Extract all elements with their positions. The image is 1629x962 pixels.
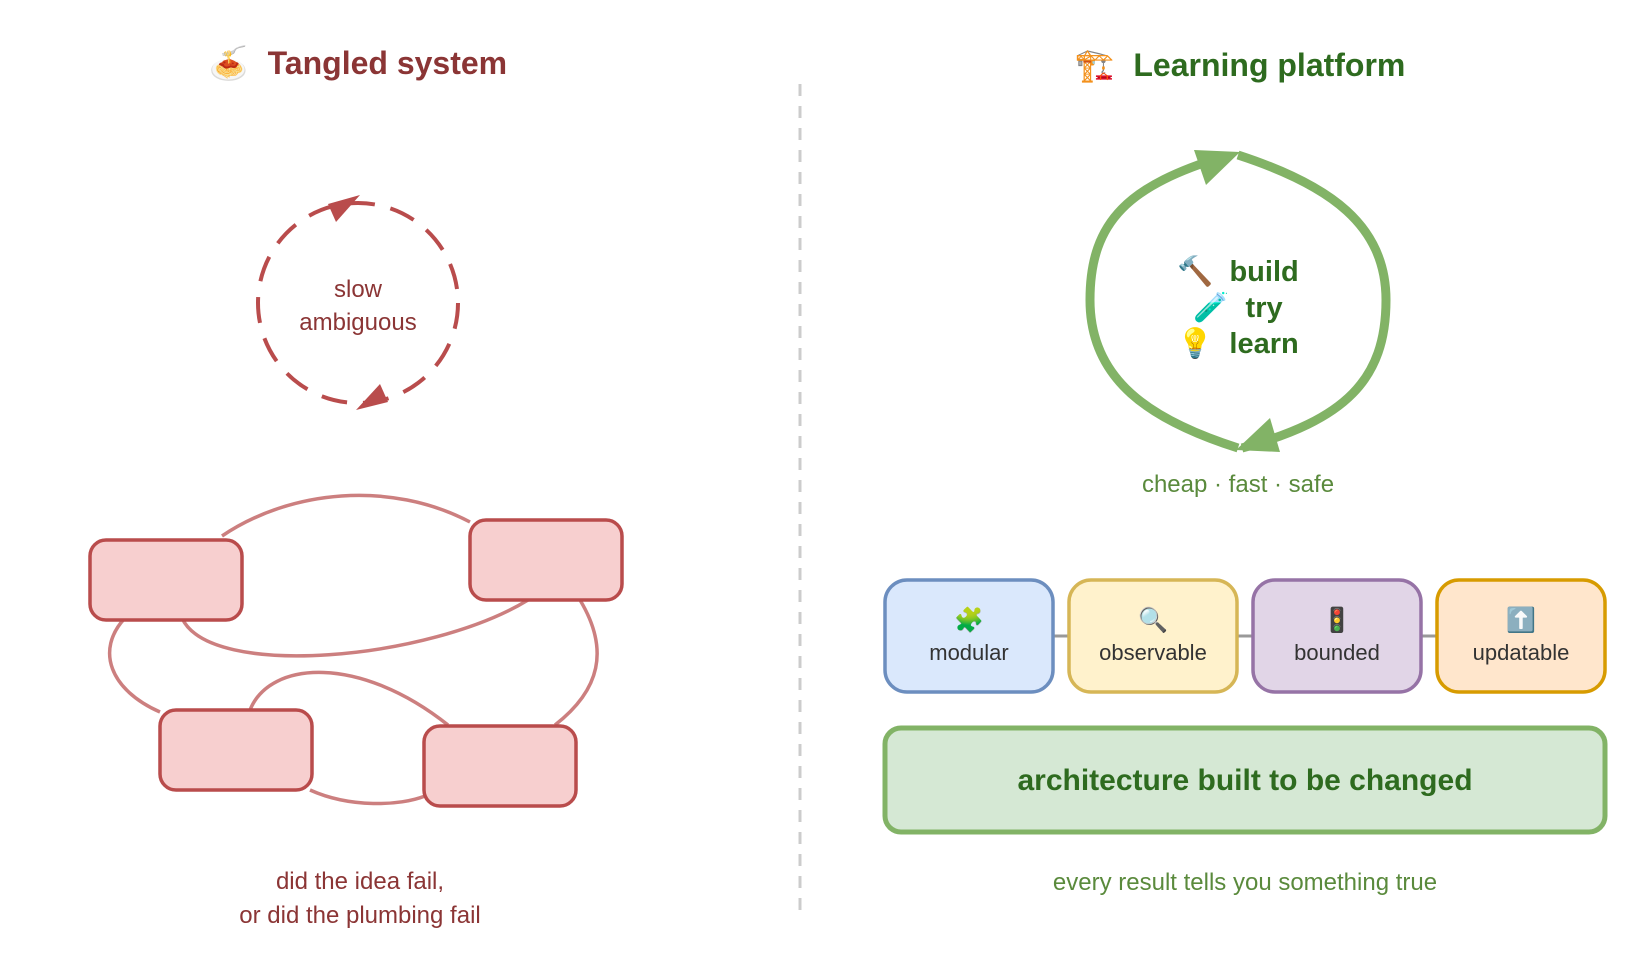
wire bbox=[107, 616, 161, 714]
left-title-text: Tangled system bbox=[268, 45, 507, 81]
tangled-node bbox=[422, 724, 578, 808]
hammer-icon: 🔨 bbox=[1177, 254, 1213, 288]
right-title-text: Learning platform bbox=[1133, 47, 1405, 83]
loop-step-learn: 💡 learn bbox=[1177, 326, 1299, 360]
left-title: 🍝 Tangled system bbox=[209, 45, 507, 81]
property-box-modular: 🧩 modular bbox=[883, 578, 1055, 694]
tangled-node bbox=[88, 538, 244, 622]
loop-step-build: 🔨 build bbox=[1177, 254, 1298, 288]
left-caption-line-2: or did the plumbing fail bbox=[239, 902, 480, 929]
wire bbox=[309, 788, 426, 806]
slow-cycle: slow ambiguous bbox=[256, 195, 460, 410]
loop-step-label: learn bbox=[1229, 328, 1298, 360]
architecture-banner-frame bbox=[882, 725, 1608, 835]
puzzle-icon: 🧩 bbox=[954, 606, 984, 634]
right-title: 🏗️ Learning platform bbox=[1075, 47, 1406, 83]
tangled-node bbox=[468, 518, 624, 602]
property-box-frame bbox=[883, 578, 1055, 694]
up-arrow-icon: ⬆️ bbox=[1506, 606, 1536, 634]
wire bbox=[248, 670, 450, 727]
property-label: bounded bbox=[1294, 640, 1380, 665]
property-box-observable: 🔍 observable bbox=[1067, 578, 1239, 694]
loop-step-try: 🧪 try bbox=[1193, 291, 1282, 324]
lightbulb-icon: 💡 bbox=[1177, 326, 1213, 360]
property-box-updatable: ⬆️ updatable bbox=[1435, 578, 1607, 694]
architecture-banner-text: architecture built to be changed bbox=[1017, 764, 1472, 797]
property-box-frame bbox=[1067, 578, 1239, 694]
loop-step-label: build bbox=[1229, 256, 1298, 288]
learning-loop-right-arc bbox=[1236, 150, 1391, 453]
right-footer: every result tells you something true bbox=[1053, 869, 1437, 896]
cycle-label-ambiguous: ambiguous bbox=[299, 309, 416, 336]
tangled-node bbox=[158, 708, 314, 792]
wire bbox=[221, 493, 471, 538]
left-caption-line-1: did the idea fail, bbox=[276, 868, 444, 895]
test-tube-icon: 🧪 bbox=[1193, 291, 1229, 324]
left-panel: 🍝 Tangled system slow ambiguous bbox=[88, 45, 624, 929]
property-label: observable bbox=[1099, 640, 1207, 665]
loop-arrow-top bbox=[1194, 150, 1240, 185]
property-box-frame bbox=[1435, 578, 1607, 694]
cycle-arrow-top bbox=[328, 195, 360, 222]
traffic-light-icon: 🚦 bbox=[1322, 606, 1352, 634]
wire bbox=[553, 599, 599, 727]
property-box-frame bbox=[1251, 578, 1423, 694]
property-label: modular bbox=[929, 640, 1008, 665]
property-box-bounded: 🚦 bounded bbox=[1251, 578, 1423, 694]
learning-loop: 🔨 build 🧪 try 💡 learn bbox=[1085, 150, 1391, 453]
wire bbox=[180, 598, 529, 658]
architecture-banner: architecture built to be changed bbox=[882, 725, 1608, 835]
crane-icon: 🏗️ bbox=[1075, 47, 1115, 83]
learning-loop-left-arc bbox=[1085, 151, 1240, 453]
loop-caption: cheap · fast · safe bbox=[1142, 471, 1334, 498]
slow-cycle-ring bbox=[256, 201, 460, 405]
right-panel: 🏗️ Learning platform 🔨 build 🧪 try 💡 lea… bbox=[882, 47, 1608, 896]
spaghetti-icon: 🍝 bbox=[209, 45, 249, 81]
cycle-label-slow: slow bbox=[334, 276, 383, 303]
property-label: updatable bbox=[1473, 640, 1570, 665]
tangled-nodes bbox=[88, 518, 624, 808]
loop-step-label: try bbox=[1246, 292, 1283, 324]
tangled-wires bbox=[107, 493, 599, 806]
loop-arrow-bottom bbox=[1236, 418, 1280, 452]
cycle-arrow-bottom bbox=[356, 384, 388, 410]
magnifier-icon: 🔍 bbox=[1138, 604, 1168, 634]
